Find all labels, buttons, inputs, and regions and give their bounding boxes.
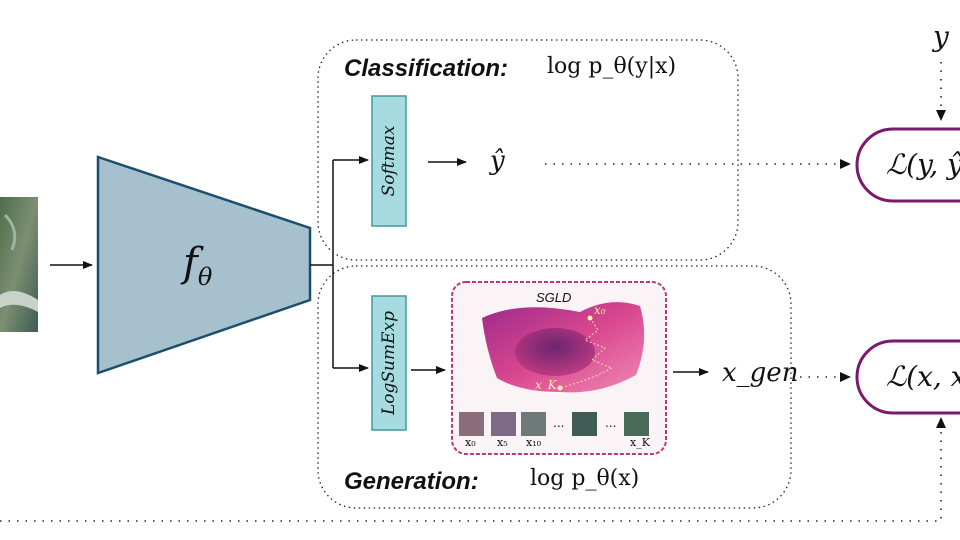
gen-loss-box <box>855 339 960 415</box>
logsumexp-label: LogSumExp <box>379 310 399 416</box>
encoder-label-sub: θ <box>197 263 213 291</box>
sample-thumb-k-minus <box>572 412 597 436</box>
encoder-label: fθ <box>183 240 212 291</box>
sgld-trajectory <box>559 317 614 389</box>
generation-formula: log p_θ(x) <box>530 466 640 491</box>
sgld-panel <box>451 281 667 455</box>
class-loss-box <box>855 127 960 203</box>
sample-ellipsis-1: ... <box>553 416 565 430</box>
generation-box <box>317 265 792 509</box>
sample-thumb-10 <box>521 412 546 436</box>
arrowhead-feedback <box>936 417 946 428</box>
gen-loss-label: ℒ(x, x <box>886 360 960 393</box>
energy-bowl <box>515 328 595 376</box>
sample-label-k: x_K <box>630 436 650 449</box>
generation-title: Generation: <box>344 468 479 495</box>
input-image <box>0 197 38 332</box>
encoder-branch <box>310 156 369 372</box>
encoder-block <box>96 155 312 375</box>
surface-label-start: x₀ <box>594 303 606 317</box>
class-loss-label: ℒ(y, ŷ <box>886 148 960 181</box>
classification-box <box>317 39 739 261</box>
softmax-label: Softmax <box>379 125 399 197</box>
trajectory-start-point <box>587 315 593 321</box>
sample-thumb-0 <box>459 412 484 436</box>
target-label: y <box>933 20 949 53</box>
classification-formula: log p_θ(y|x) <box>547 54 677 79</box>
sgld-title: SGLD <box>536 290 572 305</box>
generation-output: x_gen <box>722 358 799 388</box>
sample-label-5: x₅ <box>497 436 508 449</box>
arrowhead-y-loss <box>936 110 946 121</box>
logsumexp-module <box>371 295 407 431</box>
sample-label-0: x₀ <box>465 436 476 449</box>
arrowhead-gen-loss <box>840 372 851 382</box>
sample-label-10: x₁₀ <box>526 436 542 449</box>
surface-label-end: x_K <box>535 378 557 392</box>
arrowhead-class-loss <box>840 159 851 169</box>
trajectory-end-point <box>557 385 563 391</box>
softmax-module <box>371 95 407 227</box>
encoder-label-main: f <box>183 240 198 286</box>
sample-ellipsis-2: ... <box>605 416 617 430</box>
classification-title: Classification: <box>344 55 509 82</box>
classification-output: ŷ <box>490 146 505 176</box>
sample-thumb-5 <box>491 412 516 436</box>
sample-thumb-k <box>624 412 649 436</box>
